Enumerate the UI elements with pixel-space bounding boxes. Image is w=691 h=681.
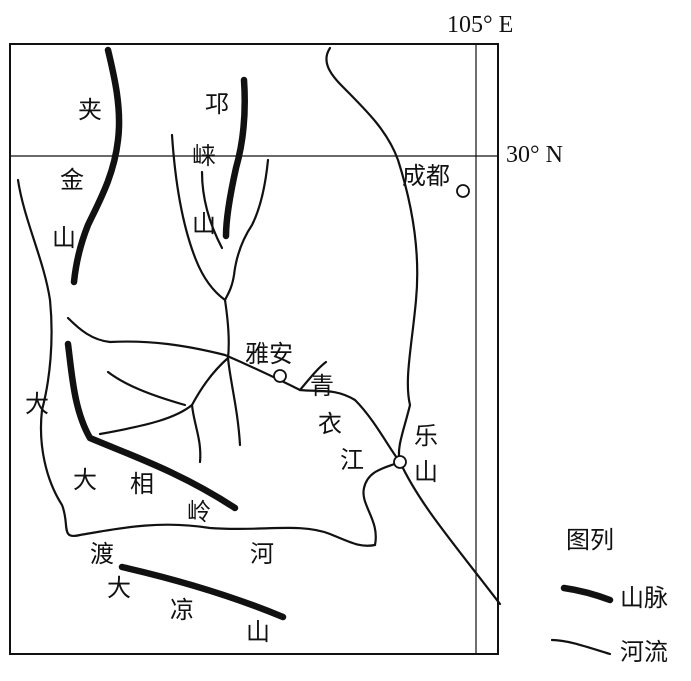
map-frame xyxy=(9,43,499,655)
daliang-label-3: 山 xyxy=(246,618,270,646)
chengdu-label: 成都 xyxy=(402,162,450,190)
dadu-label-1: 大 xyxy=(25,390,49,418)
inner-tributary-1 xyxy=(226,356,242,447)
legend-river-symbol xyxy=(550,638,612,656)
qionglai-tributary-3 xyxy=(200,170,224,250)
rivers xyxy=(16,46,502,606)
leshan-city-marker xyxy=(393,455,407,469)
legend: 图列 山脉 河流 xyxy=(550,526,668,666)
mountain-ranges xyxy=(64,46,287,621)
jiajin-label-3: 山 xyxy=(52,224,76,252)
inner-tributary-2 xyxy=(98,356,230,436)
daxiangling-label-3: 岭 xyxy=(187,498,211,526)
daliang-label-2: 凉 xyxy=(170,596,194,624)
inner-tributary-4 xyxy=(106,370,187,407)
jiajin-label-2: 金 xyxy=(60,166,84,194)
chengdu-city-marker xyxy=(456,184,470,198)
daxiangling-label-1: 大 xyxy=(73,466,97,494)
qionglai-label-2: 崃 xyxy=(192,142,216,170)
latitude-label: 30° N xyxy=(506,142,563,168)
minjiang-river xyxy=(325,46,502,606)
legend-river-label: 河流 xyxy=(620,638,668,666)
qionglai-label-3: 山 xyxy=(192,210,216,238)
daliang-label-1: 大 xyxy=(107,574,131,602)
qionglai-mountain-range xyxy=(222,76,248,240)
daxiangling-label-2: 相 xyxy=(130,470,154,498)
dadu-label-3: 河 xyxy=(250,540,274,568)
qionglai-tributary-2 xyxy=(223,158,270,302)
qingyi-river xyxy=(66,316,402,464)
inner-tributary-3 xyxy=(190,403,202,464)
daliang-mountain-range xyxy=(118,563,287,621)
qingyi-label-3: 江 xyxy=(340,446,364,474)
qionglai-label-1: 邛 xyxy=(205,90,229,118)
jiajin-mountain-range xyxy=(70,46,123,286)
yaan-label: 雅安 xyxy=(245,340,293,368)
daxiangling-mountain-range xyxy=(64,340,239,512)
leshan-label-2: 山 xyxy=(414,458,438,486)
yaan-city-marker xyxy=(273,369,287,383)
leshan-label-1: 乐 xyxy=(414,422,438,450)
dadu-label-2: 渡 xyxy=(90,540,114,568)
qingyi-river-east-tributary xyxy=(298,360,328,392)
qingyi-label-2: 衣 xyxy=(318,410,342,438)
longitude-label: 105° E xyxy=(447,12,513,38)
qionglai-tributary-1 xyxy=(170,133,230,360)
legend-title: 图列 xyxy=(566,526,614,554)
dadu-river xyxy=(16,178,402,547)
jiajin-label-1: 夹 xyxy=(78,96,102,124)
legend-mountain-symbol xyxy=(560,584,614,604)
legend-mountain-label: 山脉 xyxy=(620,584,668,612)
qingyi-label-1: 青 xyxy=(310,372,334,400)
